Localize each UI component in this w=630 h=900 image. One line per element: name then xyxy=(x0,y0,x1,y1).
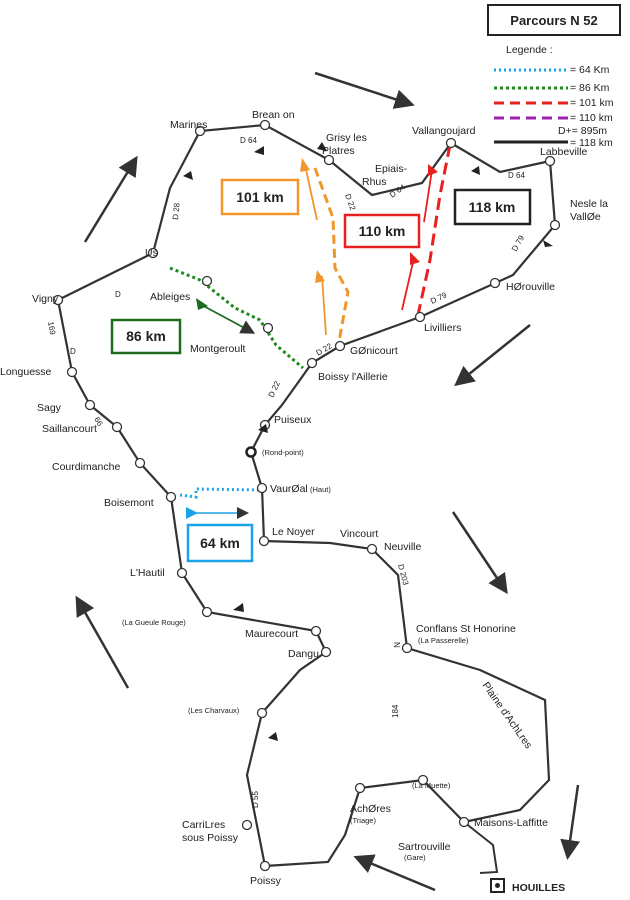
place-us: Us xyxy=(145,247,158,259)
road-d22c: D 22 xyxy=(267,379,283,399)
place-sagy: Sagy xyxy=(37,402,62,414)
route-86 xyxy=(169,266,304,370)
legend-86: = 86 Km xyxy=(570,82,610,94)
map-title: Parcours N 52 xyxy=(510,13,597,28)
road-d2: D xyxy=(70,347,76,356)
road-184: 184 xyxy=(391,704,400,718)
place-labbeville: Labbeville xyxy=(540,146,587,158)
place-muette: (La Muette) xyxy=(412,781,451,790)
place-conflans: Conflans St Honorine xyxy=(416,623,516,635)
place-brean: Brean on xyxy=(252,109,295,121)
place-vallangoujard: Vallangoujard xyxy=(412,125,476,137)
place-neuville: Neuville xyxy=(384,541,422,553)
place-vaureal-haut: (Haut) xyxy=(310,485,331,494)
place-boissy: Boissy l'Aillerie xyxy=(318,371,388,383)
place-boisemont: Boisemont xyxy=(104,497,154,509)
place-epiais: Epiais-Rhus xyxy=(362,163,408,188)
road-d64c: D 64 xyxy=(508,171,525,180)
legend-elevation: D+= 895m xyxy=(558,125,607,137)
place-dangu: Dangu xyxy=(288,648,319,660)
road-d: D xyxy=(115,290,121,299)
place-sartrouville: Sartrouville xyxy=(398,841,451,853)
road-d28: D 28 xyxy=(171,202,181,220)
dist-64: 64 km xyxy=(200,535,240,551)
legend: Legende : = 64 Km = 86 Km = 101 km = 110… xyxy=(494,44,614,149)
place-livilliers: Livilliers xyxy=(424,322,461,334)
place-acheres: AchØres xyxy=(350,803,391,815)
route-110 xyxy=(416,144,452,316)
place-gare: (Gare) xyxy=(404,853,426,862)
dist-118: 118 km xyxy=(469,199,516,215)
road-d55: D 55 xyxy=(251,791,260,808)
road-n: N xyxy=(392,642,401,648)
place-charvaux: (Les Charvaux) xyxy=(188,706,240,715)
place-maisons: Maisons-Laffitte xyxy=(474,817,548,829)
place-herouville: HØrouville xyxy=(506,281,555,293)
dist-101: 101 km xyxy=(236,189,283,205)
place-hautil: L'Hautil xyxy=(130,567,165,579)
title-box xyxy=(487,4,621,36)
legend-110: = 110 km xyxy=(570,112,613,124)
place-puiseux: Puiseux xyxy=(274,414,312,426)
route-101 xyxy=(313,167,350,348)
place-courdimanche: Courdimanche xyxy=(52,461,120,473)
place-saillancourt: Saillancourt xyxy=(42,423,97,435)
road-d64b: D 64 xyxy=(388,182,407,199)
legend-64: = 64 Km xyxy=(570,64,610,76)
road-169: 169 xyxy=(46,321,57,336)
legend-118: = 118 km xyxy=(570,137,613,149)
dist-110: 110 km xyxy=(359,223,406,239)
place-marines: Marines xyxy=(170,119,207,131)
roundabout-icon xyxy=(245,446,257,458)
legend-101: = 101 km xyxy=(570,97,614,109)
place-ableiges: Ableiges xyxy=(150,291,190,303)
place-lenoyer: Le Noyer xyxy=(272,526,315,538)
place-passerelle: (La Passerelle) xyxy=(418,636,469,645)
road-d64a: D 64 xyxy=(240,136,257,145)
place-gueule: (La Gueule Rouge) xyxy=(122,618,186,627)
place-vaureal: VaurØal xyxy=(270,483,308,495)
place-vigny: Vigny xyxy=(32,293,59,305)
route-64 xyxy=(179,487,263,499)
place-houilles: HOUILLES xyxy=(512,882,565,894)
place-triage: (Triage) xyxy=(350,816,376,825)
place-vincourt: Vincourt xyxy=(340,528,378,540)
place-montgeroult: Montgeroult xyxy=(190,343,246,355)
road-d79a: D 79 xyxy=(510,233,527,253)
place-longuesse: Longuesse xyxy=(0,366,52,378)
road-d79b: D 79 xyxy=(429,290,449,306)
place-genicourt: GØnicourt xyxy=(350,345,398,357)
road-d22a: D 22 xyxy=(343,193,357,212)
place-poissy: Poissy xyxy=(250,875,282,887)
route-118 xyxy=(56,123,557,868)
place-rondpoint: (Rond-point) xyxy=(262,448,304,457)
place-maurecourt: Maurecourt xyxy=(245,628,298,640)
legend-heading: Legende : xyxy=(506,44,553,56)
dist-86: 86 km xyxy=(126,328,166,344)
